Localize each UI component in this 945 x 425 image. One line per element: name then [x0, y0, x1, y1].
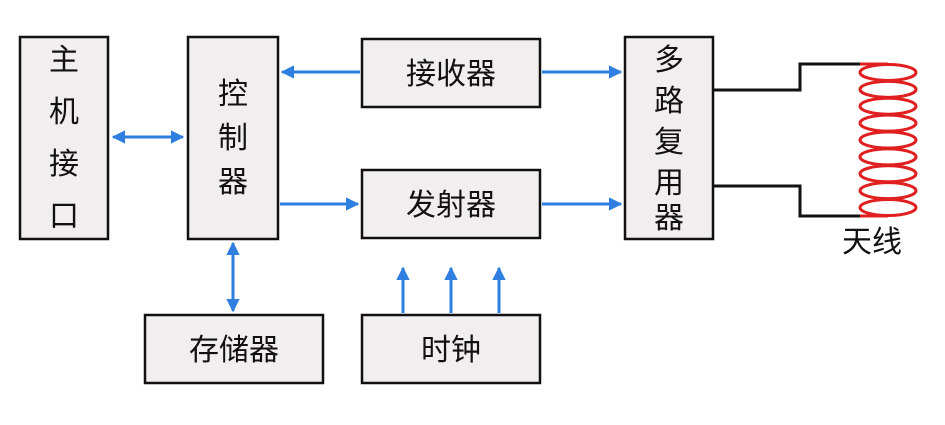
multiplexer-char-1: 多 [654, 43, 684, 78]
antenna-coil-turn [858, 198, 918, 218]
antenna-coil-icon [858, 62, 918, 218]
antenna-coil-turn [858, 113, 918, 133]
antenna-wire-bottom [713, 184, 885, 218]
host-interface-block: 主 机 接 口 [18, 35, 110, 241]
host-interface-char-3: 接 [49, 147, 79, 182]
host-interface-char-4: 口 [49, 199, 79, 234]
memory-block: 存储器 [143, 313, 325, 385]
receiver-label: 接收器 [406, 57, 496, 92]
antenna-coil-turn [858, 79, 918, 99]
controller-char-2: 制 [218, 121, 248, 156]
antenna-coil-turn [858, 130, 918, 150]
clock-block: 时钟 [360, 313, 542, 385]
controller-char-1: 控 [218, 77, 248, 112]
antenna-coil-turn [858, 147, 918, 167]
controller-block: 控 制 器 [186, 35, 280, 241]
host-interface-char-1: 主 [49, 43, 79, 78]
antenna-coil-turn [858, 96, 918, 116]
transmitter-label: 发射器 [406, 188, 496, 223]
host-interface-char-2: 机 [49, 95, 79, 130]
memory-label: 存储器 [189, 333, 279, 368]
clock-label: 时钟 [421, 333, 481, 368]
multiplexer-block: 多 路 复 用 器 [623, 35, 715, 241]
multiplexer-char-5: 器 [654, 201, 684, 236]
receiver-block: 接收器 [360, 37, 542, 109]
multiplexer-char-4: 用 [654, 166, 684, 201]
antenna-coil-turn [858, 62, 918, 82]
multiplexer-char-2: 路 [654, 84, 684, 119]
antenna-wire-top [713, 62, 885, 92]
antenna-label: 天线 [842, 225, 902, 260]
antenna-coil-turn [858, 164, 918, 184]
controller-char-3: 器 [218, 165, 248, 200]
multiplexer-char-3: 复 [654, 125, 684, 160]
antenna-coil-turn [858, 181, 918, 201]
transmitter-block: 发射器 [360, 168, 542, 240]
